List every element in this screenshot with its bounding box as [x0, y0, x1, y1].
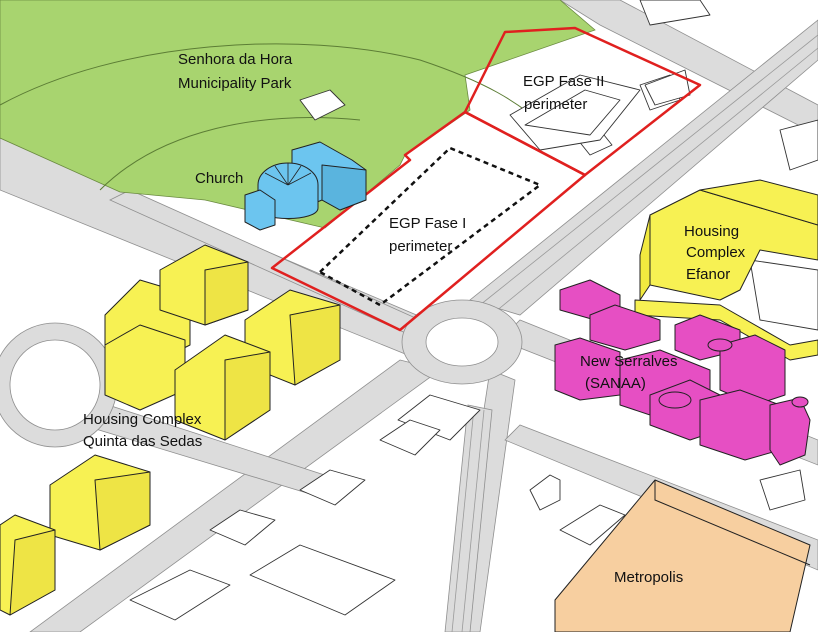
- rail-line-2: [494, 47, 818, 313]
- label-efanor-line1: Housing: [684, 223, 739, 240]
- metropolis-building: [554, 479, 811, 632]
- label-park-line2: Municipality Park: [178, 75, 292, 92]
- label-sedas-line2: Quinta das Sedas: [83, 433, 202, 450]
- label-metropolis: Metropolis: [614, 569, 683, 586]
- rail-down: [444, 404, 493, 632]
- park-area: [0, 0, 596, 229]
- rail-down-line-2: [461, 409, 485, 632]
- egp2-perimeter: [463, 26, 702, 177]
- label-church: Church: [195, 170, 243, 187]
- label-egp2-line1: EGP Fase II: [523, 73, 604, 90]
- rail-line-1: [479, 34, 818, 306]
- label-efanor-line3: Efanor: [686, 266, 730, 283]
- label-egp2-line2: perimeter: [524, 96, 587, 113]
- metropolis-edge: [654, 480, 811, 566]
- roundabout-left: [0, 322, 118, 448]
- rail-corridor: [469, 19, 818, 316]
- park-path-2: [99, 117, 361, 191]
- label-egp1-line2: perimeter: [389, 238, 452, 255]
- roundabout-main: [401, 299, 523, 385]
- church-building: [244, 141, 367, 231]
- context-buildings: [129, 0, 818, 621]
- egp1-inner-dashed: [317, 146, 543, 307]
- label-efanor-line2: Complex: [686, 244, 746, 261]
- label-egp1-line1: EGP Fase I: [389, 215, 466, 232]
- rail-down-line-1: [451, 407, 475, 632]
- egp2-existing-buildings: [509, 69, 691, 151]
- housing-sedas-buildings: [0, 244, 341, 616]
- label-sedas-line1: Housing Complex: [83, 411, 202, 428]
- new-serralves-buildings: [554, 279, 811, 466]
- park-path: [0, 43, 561, 141]
- label-serralves-line2: (SANAA): [585, 375, 646, 392]
- label-park-line1: Senhora da Hora: [178, 51, 293, 68]
- label-serralves-line1: New Serralves: [580, 353, 678, 370]
